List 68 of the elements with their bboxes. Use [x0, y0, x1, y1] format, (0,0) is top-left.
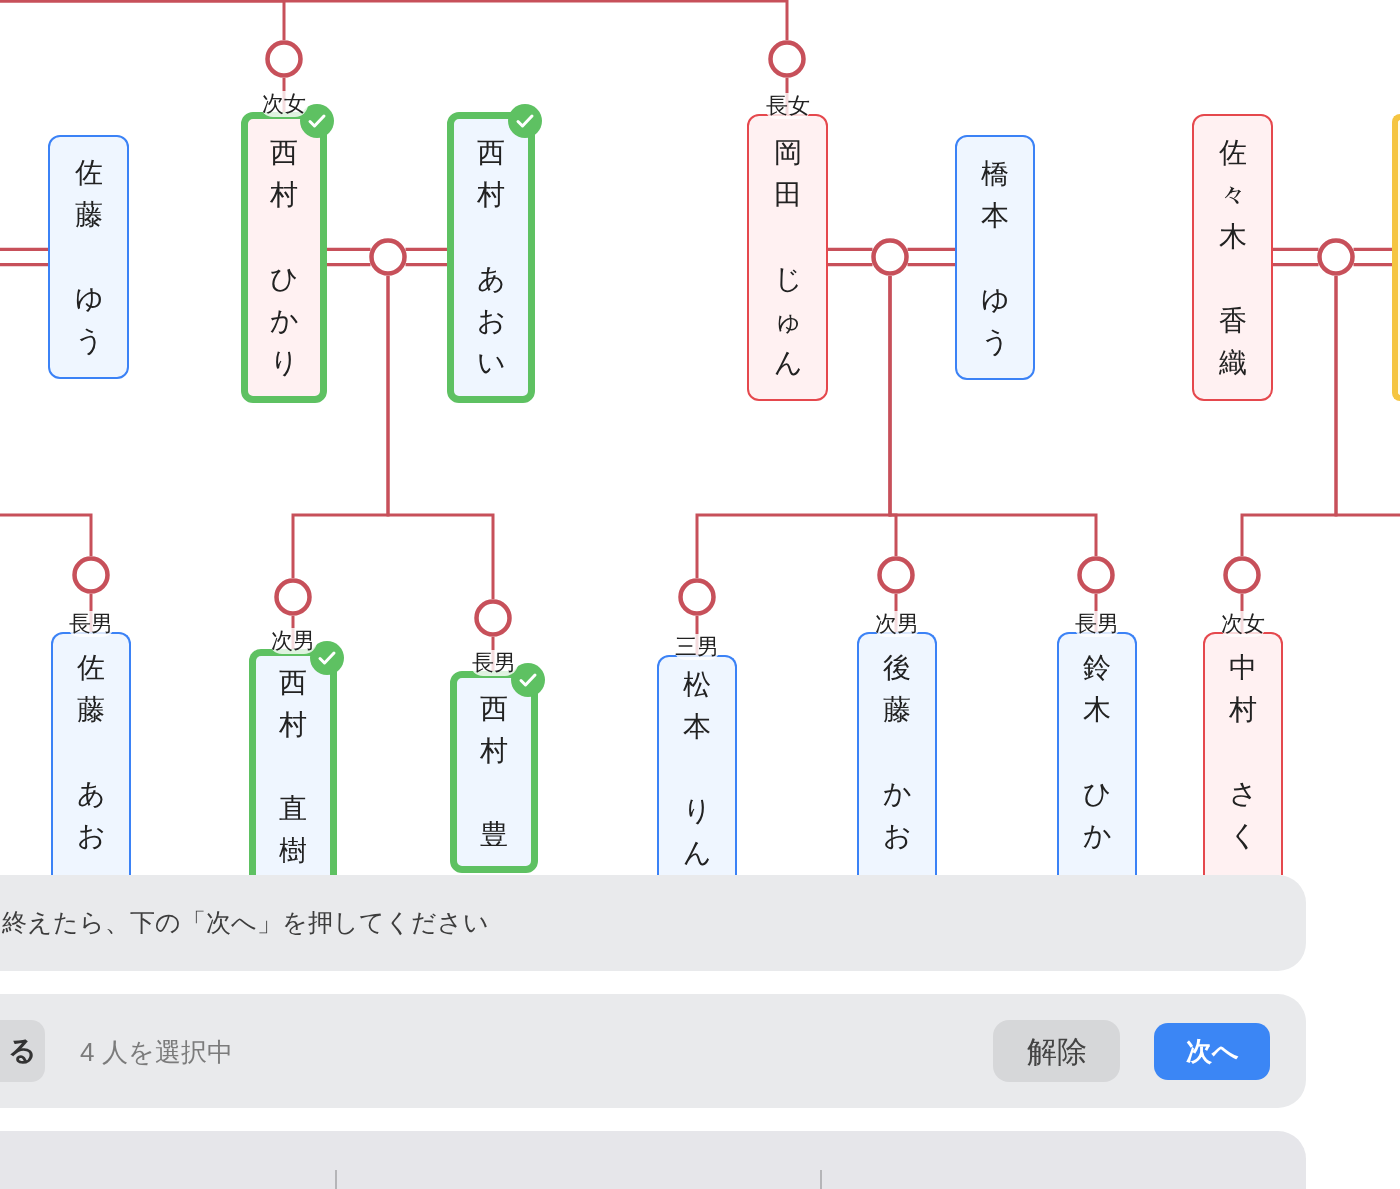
junction-circle — [1223, 556, 1261, 594]
junction-circle — [1317, 238, 1355, 276]
junction-circle — [1077, 556, 1115, 594]
person-name: 佐藤 — [74, 156, 103, 232]
connector-line — [0, 513, 93, 556]
double-connector-line — [1273, 247, 1319, 267]
person-name: りん — [683, 794, 711, 870]
junction-circle — [265, 40, 303, 78]
person-name: 西村 — [270, 135, 298, 212]
double-connector-line — [907, 247, 955, 267]
person-name: じゅん — [773, 261, 802, 380]
connector-line — [0, 0, 789, 40]
double-connector-line — [405, 247, 447, 267]
relation-label: 次男 — [873, 611, 921, 637]
person-name: 西村 — [477, 135, 505, 212]
junction-circle — [768, 40, 806, 78]
double-connector-line — [1353, 247, 1392, 267]
person-name: 鈴木 — [1083, 651, 1111, 727]
person-name: 直樹 — [279, 792, 307, 868]
person-card — [1192, 114, 1273, 401]
person-name: ひか — [1083, 777, 1111, 853]
junction-circle — [474, 599, 512, 637]
person-name: 西村 — [279, 666, 307, 742]
relation-label: 長男 — [1073, 611, 1121, 637]
action-button: る — [0, 1020, 45, 1082]
person-name: かお — [883, 777, 911, 853]
relation-label: 次男 — [269, 628, 317, 654]
person-name: 香織 — [1218, 303, 1247, 380]
person-name: 西村 — [480, 692, 508, 768]
connector-line — [1334, 276, 1400, 517]
junction-circle — [274, 578, 312, 616]
junction-circle — [369, 238, 407, 276]
person-name: ひかり — [270, 261, 298, 380]
junction-circle — [678, 578, 716, 616]
relation-label: 次女 — [1219, 611, 1267, 637]
connector-line — [386, 276, 495, 599]
relation-label: 三男 — [673, 634, 721, 660]
junction-circle — [871, 238, 909, 276]
double-connector-line — [0, 247, 48, 267]
person-name: ゆう — [74, 282, 103, 358]
person-name: 豊 — [480, 818, 508, 852]
person-name: 岡田 — [773, 135, 802, 212]
person-name: 佐々木 — [1218, 135, 1247, 254]
junction-circle — [877, 556, 915, 594]
double-connector-line — [327, 247, 371, 267]
instruction-text: 終えたら、下の「次へ」を押してください — [1, 907, 489, 939]
person-name: 後藤 — [883, 651, 911, 727]
person-name: 橋本 — [981, 156, 1009, 233]
connector-line — [888, 276, 1098, 556]
relation-label: 長男 — [470, 650, 518, 676]
person-name: あお — [77, 777, 105, 853]
junction-circle — [72, 556, 110, 594]
person-name: ゆう — [981, 282, 1009, 359]
clear-button: 解除 — [993, 1020, 1120, 1082]
person-name: 中村 — [1229, 651, 1257, 727]
person-name: あおい — [477, 261, 505, 380]
next-button: 次へ — [1154, 1023, 1270, 1080]
relation-label: 長女 — [763, 93, 812, 119]
relation-label: 長男 — [67, 611, 115, 637]
double-connector-line — [828, 247, 873, 267]
relation-label: 次女 — [260, 91, 308, 117]
person-name: 佐藤 — [77, 651, 105, 727]
person-card — [1392, 114, 1400, 401]
person-card — [48, 135, 129, 379]
person-card — [955, 135, 1035, 380]
person-name: さく — [1229, 777, 1257, 853]
person-name: 松本 — [683, 668, 711, 744]
selection-status-text: 4 人を選択中 — [80, 1036, 233, 1069]
